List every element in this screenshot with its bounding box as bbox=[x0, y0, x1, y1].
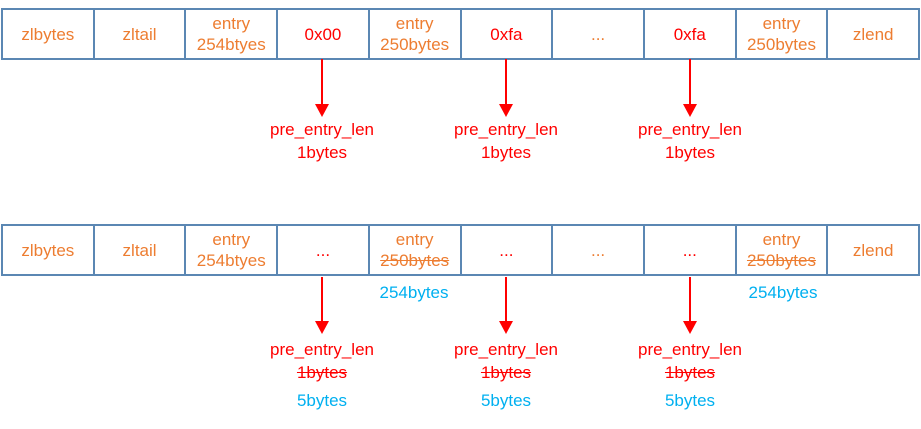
down-arrow bbox=[505, 277, 507, 321]
annotation-pre-entry-len: pre_entry_len 1bytes bbox=[454, 118, 558, 164]
annotation-title: pre_entry_len bbox=[638, 340, 742, 359]
annotation-pre-entry-len: pre_entry_len 1bytes bbox=[638, 118, 742, 164]
down-arrow bbox=[689, 59, 691, 104]
cell-sublabel: 250bytes bbox=[746, 35, 816, 54]
cell-label: 0xfa bbox=[490, 24, 523, 44]
cell-sublabel-strikethrough: 250bytes bbox=[380, 251, 450, 270]
cell-entry-254: entry 254btyes bbox=[184, 10, 276, 58]
cell-entry-250: entry 250bytes bbox=[734, 10, 827, 58]
cell-label: zlbytes bbox=[21, 240, 75, 260]
annotation-old-size: 1bytes bbox=[480, 363, 532, 382]
annotation-title: pre_entry_len bbox=[638, 120, 742, 139]
ziplist-before-bar: zlbytes zltail entry 254btyes 0x00 entry… bbox=[1, 8, 920, 60]
annotation-new-size: 5bytes bbox=[480, 391, 532, 410]
cell-label: entry bbox=[762, 14, 801, 33]
cell-prevlen-0xfa: 0xfa bbox=[459, 10, 552, 58]
cell-zlbytes: zlbytes bbox=[3, 10, 93, 58]
cell-zlbytes: zlbytes bbox=[3, 226, 93, 274]
cell-zltail: zltail bbox=[92, 10, 185, 58]
cell-entry-250: entry 250bytes bbox=[367, 10, 460, 58]
cell-zlend: zlend bbox=[826, 10, 918, 58]
annotation-size: 1bytes bbox=[296, 143, 348, 162]
down-arrow bbox=[689, 277, 691, 321]
cell-label: entry bbox=[212, 14, 251, 33]
cell-label: entry bbox=[395, 14, 434, 33]
down-arrow bbox=[321, 277, 323, 321]
cell-label: entry bbox=[212, 230, 251, 249]
cell-prevlen-changed: ... bbox=[276, 226, 368, 274]
cell-prevlen-0xfa: 0xfa bbox=[642, 10, 735, 58]
cell-label: ... bbox=[590, 24, 606, 44]
cell-label: zltail bbox=[122, 24, 157, 44]
annotation-title: pre_entry_len bbox=[454, 340, 558, 359]
annotation-old-size: 1bytes bbox=[296, 363, 348, 382]
corrected-size-label: 254bytes bbox=[379, 283, 449, 302]
ziplist-after-bar: zlbytes zltail entry 254btyes ... entry … bbox=[1, 224, 920, 276]
cell-label: zlend bbox=[852, 240, 894, 260]
cell-ellipsis: ... bbox=[551, 226, 643, 274]
cell-entry-254: entry 254btyes bbox=[184, 226, 276, 274]
cell-label: zlbytes bbox=[21, 24, 75, 44]
annotation-pre-entry-len: pre_entry_len 1bytes bbox=[270, 118, 374, 164]
cell-ellipsis: ... bbox=[551, 10, 643, 58]
cell-label: zlend bbox=[852, 24, 894, 44]
cell-label: entry bbox=[762, 230, 801, 249]
cell-sublabel: 254btyes bbox=[196, 35, 266, 54]
annotation-size: 1bytes bbox=[664, 143, 716, 162]
cell-label: 0xfa bbox=[673, 24, 706, 44]
cell-label: 0x00 bbox=[304, 24, 342, 44]
cell-sublabel-strikethrough: 250bytes bbox=[746, 251, 816, 270]
cell-entry-grown: entry 250bytes bbox=[734, 226, 827, 274]
down-arrow bbox=[321, 59, 323, 104]
cell-prevlen-changed: ... bbox=[642, 226, 735, 274]
cell-label: entry bbox=[395, 230, 434, 249]
cell-sublabel: 254btyes bbox=[196, 251, 266, 270]
cell-sublabel: 250bytes bbox=[380, 35, 450, 54]
annotation-pre-entry-len-grown: pre_entry_len 1bytes 5bytes bbox=[638, 338, 742, 412]
annotation-pre-entry-len-grown: pre_entry_len 1bytes 5bytes bbox=[270, 338, 374, 412]
annotation-title: pre_entry_len bbox=[454, 120, 558, 139]
annotation-new-size: 5bytes bbox=[664, 391, 716, 410]
annotation-title: pre_entry_len bbox=[270, 120, 374, 139]
cell-label: ... bbox=[590, 240, 606, 260]
annotation-old-size: 1bytes bbox=[664, 363, 716, 382]
annotation-size: 1bytes bbox=[480, 143, 532, 162]
cell-entry-grown: entry 250bytes bbox=[367, 226, 460, 274]
cell-label: ... bbox=[682, 240, 697, 260]
cell-zltail: zltail bbox=[92, 226, 185, 274]
cell-label: ... bbox=[315, 240, 331, 260]
cell-prevlen-changed: ... bbox=[459, 226, 552, 274]
cell-label: zltail bbox=[122, 240, 157, 260]
annotation-new-size: 5bytes bbox=[296, 391, 348, 410]
cell-prevlen-0x00: 0x00 bbox=[276, 10, 368, 58]
annotation-title: pre_entry_len bbox=[270, 340, 374, 359]
cell-label: ... bbox=[499, 240, 514, 260]
annotation-pre-entry-len-grown: pre_entry_len 1bytes 5bytes bbox=[454, 338, 558, 412]
cell-zlend: zlend bbox=[826, 226, 918, 274]
corrected-size-label: 254bytes bbox=[748, 283, 818, 302]
down-arrow bbox=[505, 59, 507, 104]
